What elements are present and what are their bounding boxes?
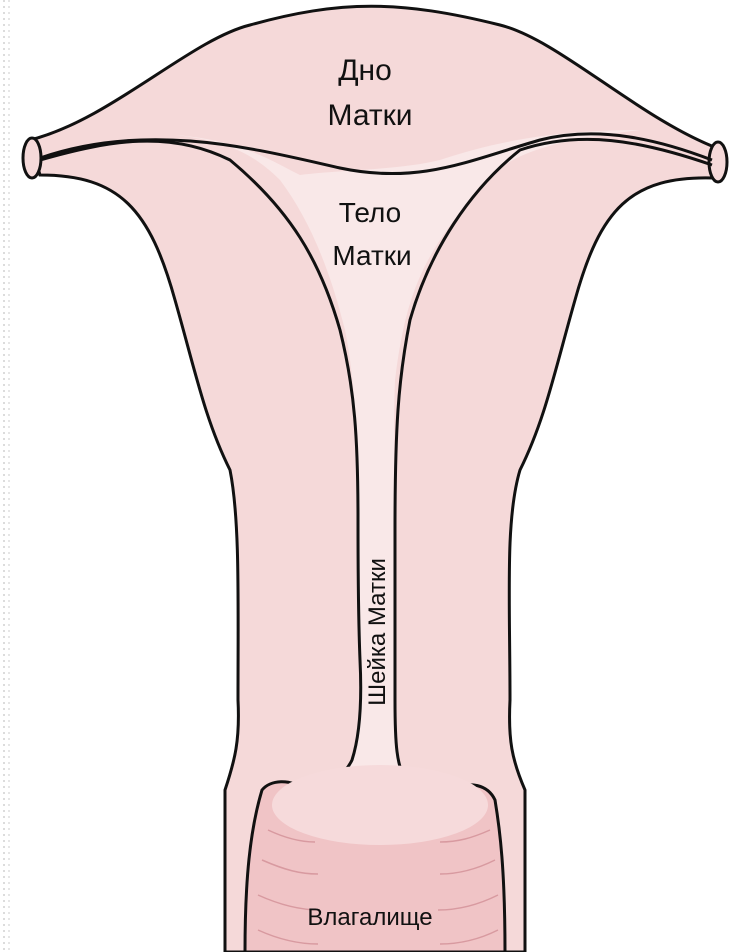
body-label-line1: Тело [339,197,401,228]
fundus-label-line1: Дно [338,54,392,87]
right-tube-stub [709,142,727,182]
cervix-label: Шейка Матки [364,558,391,706]
dotted-margin [4,0,9,952]
body-label-line2: Матки [332,240,411,271]
vaginal-vault [272,765,488,845]
fundus-label-line2: Матки [328,99,413,132]
vagina-label: Влагалище [307,904,432,931]
left-tube-stub [23,138,41,178]
